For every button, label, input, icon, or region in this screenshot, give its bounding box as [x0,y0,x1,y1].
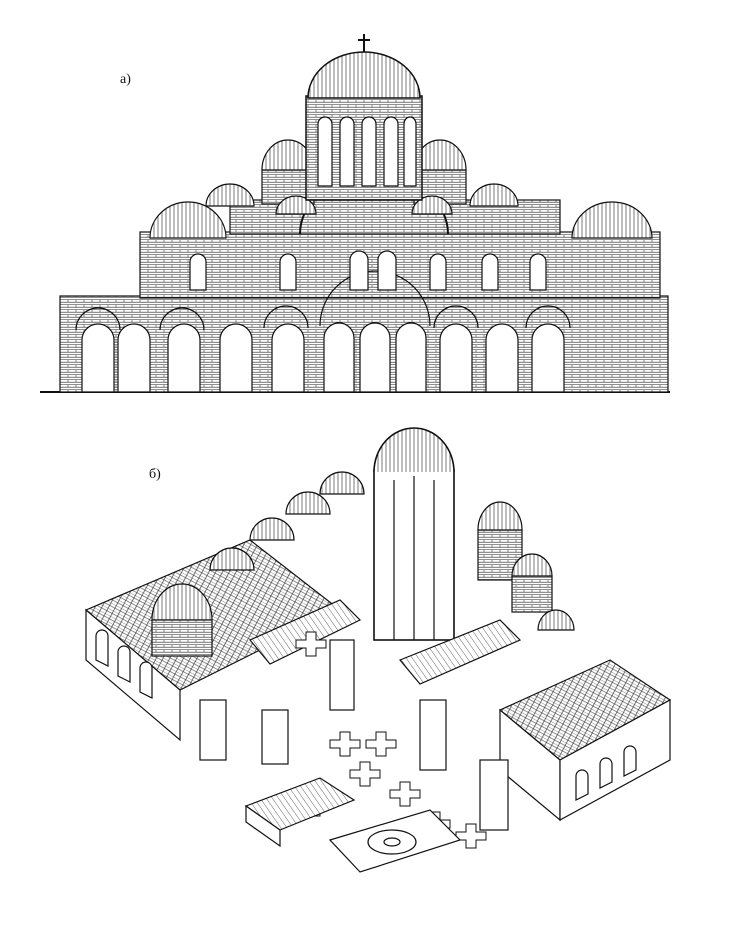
figure-label-b: б) [149,467,161,482]
figure-label-a: а) [120,72,131,87]
axonometric-cutaway-drawing [84,427,672,873]
elevation-drawing [40,34,670,393]
